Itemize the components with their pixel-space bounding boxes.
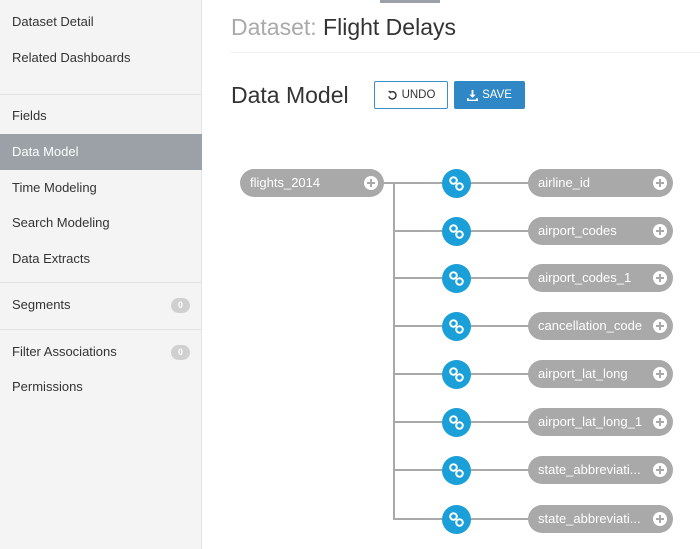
add-icon[interactable]	[653, 512, 667, 526]
join-link-button[interactable]	[442, 169, 471, 198]
add-icon[interactable]	[364, 176, 378, 190]
join-link-button[interactable]	[442, 312, 471, 341]
joined-table-node[interactable]: airport_lat_long	[528, 360, 673, 388]
add-icon[interactable]	[653, 463, 667, 477]
sidebar-item-related-dashboards[interactable]: Related Dashboards	[0, 40, 202, 76]
sidebar-item-label: Dataset Detail	[12, 14, 94, 29]
add-icon[interactable]	[653, 224, 667, 238]
join-link-button[interactable]	[442, 408, 471, 437]
save-button[interactable]: SAVE	[454, 81, 525, 109]
count-badge: 0	[171, 345, 190, 360]
join-link-button[interactable]	[442, 360, 471, 389]
joined-table-node[interactable]: airline_id	[528, 169, 673, 197]
node-label: airport_lat_long_1	[538, 414, 643, 429]
sidebar-item-data-extracts[interactable]: Data Extracts	[0, 241, 202, 277]
joined-table-node[interactable]: airport_lat_long_1	[528, 408, 673, 436]
sidebar-item-permissions[interactable]: Permissions	[0, 369, 202, 405]
join-link-button[interactable]	[442, 264, 471, 293]
undo-button[interactable]: UNDO	[374, 81, 448, 109]
divider	[231, 52, 700, 53]
sidebar-divider	[0, 94, 202, 95]
scroll-indicator	[380, 0, 440, 3]
join-link-button[interactable]	[442, 217, 471, 246]
add-icon[interactable]	[653, 176, 667, 190]
trunk-line	[393, 182, 395, 520]
sidebar-item-label: Search Modeling	[12, 215, 110, 230]
link-icon	[449, 415, 464, 430]
link-icon	[449, 224, 464, 239]
download-icon	[467, 89, 479, 101]
sidebar-item-data-model[interactable]: Data Model	[0, 134, 202, 170]
add-icon[interactable]	[653, 271, 667, 285]
sidebar-item-search-modeling[interactable]: Search Modeling	[0, 205, 202, 241]
joined-table-node[interactable]: airport_codes	[528, 217, 673, 245]
title-prefix: Dataset:	[231, 14, 317, 40]
link-icon	[449, 271, 464, 286]
sidebar-item-label: Related Dashboards	[12, 50, 131, 65]
add-icon[interactable]	[653, 319, 667, 333]
sidebar-divider	[0, 329, 202, 330]
joined-table-node[interactable]: state_abbreviati...	[528, 505, 673, 533]
add-icon[interactable]	[653, 415, 667, 429]
joined-table-node[interactable]: airport_codes_1	[528, 264, 673, 292]
link-icon	[449, 512, 464, 527]
sidebar-item-filter-associations[interactable]: Filter Associations 0	[0, 334, 202, 370]
join-link-button[interactable]	[442, 456, 471, 485]
add-icon[interactable]	[653, 367, 667, 381]
sidebar-item-label: Data Model	[12, 144, 79, 159]
sidebar-item-label: Segments	[12, 297, 71, 312]
sidebar-item-time-modeling[interactable]: Time Modeling	[0, 170, 202, 206]
link-icon	[449, 319, 464, 334]
link-icon	[449, 176, 464, 191]
page-title: Dataset: Flight Delays	[231, 14, 456, 41]
section-title: Data Model	[231, 82, 349, 108]
join-link-button[interactable]	[442, 505, 471, 534]
sidebar-item-label: Filter Associations	[12, 344, 117, 359]
node-label: state_abbreviati...	[538, 511, 641, 526]
sidebar-divider	[0, 282, 202, 283]
sidebar-item-label: Time Modeling	[12, 180, 97, 195]
sidebar-item-fields[interactable]: Fields	[0, 98, 202, 134]
sidebar-item-label: Data Extracts	[12, 251, 91, 266]
node-label: airport_codes_1	[538, 270, 632, 285]
undo-icon	[387, 90, 397, 100]
joined-table-node[interactable]: cancellation_code	[528, 312, 673, 340]
count-badge: 0	[171, 298, 190, 313]
undo-label: UNDO	[401, 89, 436, 101]
sidebar-item-segments[interactable]: Segments 0	[0, 287, 202, 323]
sidebar-item-dataset-detail[interactable]: Dataset Detail	[0, 4, 202, 40]
joined-table-node[interactable]: state_abbreviati...	[528, 456, 673, 484]
root-table-node[interactable]: flights_2014	[240, 169, 384, 197]
node-label: flights_2014	[250, 175, 321, 190]
node-label: airport_lat_long	[538, 366, 628, 381]
trunk-line	[383, 182, 395, 184]
link-icon	[449, 463, 464, 478]
node-label: state_abbreviati...	[538, 462, 641, 477]
node-label: airline_id	[538, 175, 591, 190]
node-label: airport_codes	[538, 223, 617, 238]
dataset-name: Flight Delays	[323, 14, 456, 40]
link-icon	[449, 367, 464, 382]
save-label: SAVE	[482, 89, 512, 101]
sidebar-item-label: Permissions	[12, 379, 83, 394]
node-label: cancellation_code	[538, 318, 643, 333]
sidebar-item-label: Fields	[12, 108, 47, 123]
